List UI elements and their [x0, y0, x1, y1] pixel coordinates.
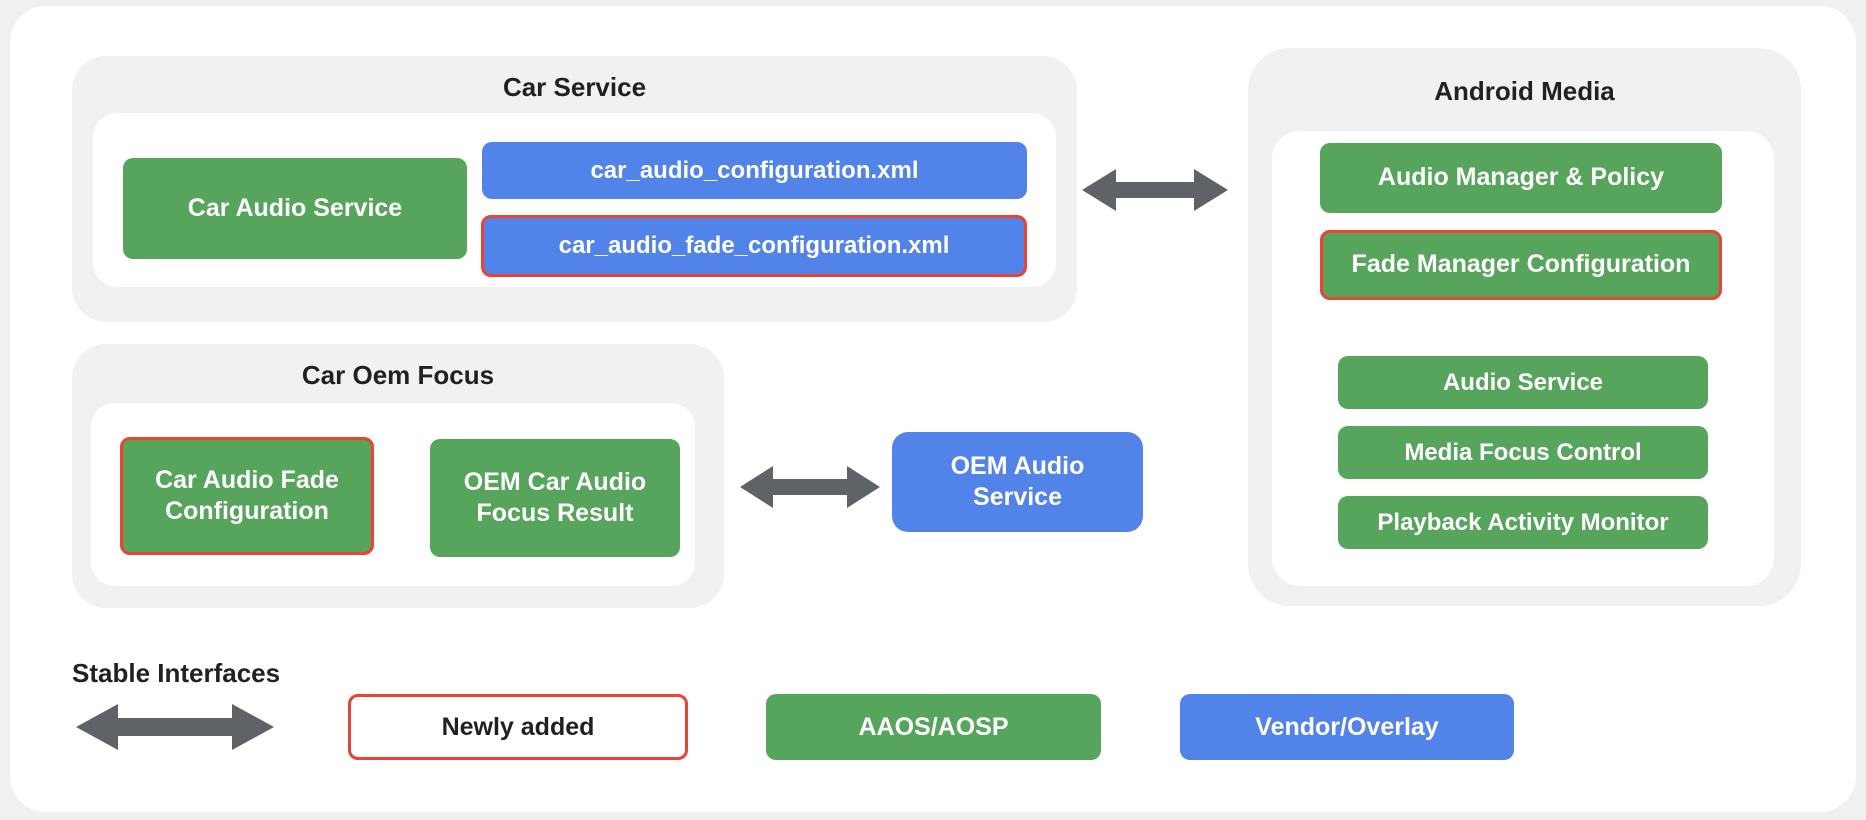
car-audio-fade-configuration-node: Car Audio Fade Configuration [120, 437, 374, 555]
car-service-inner-panel: Car Audio Service car_audio_configuratio… [93, 113, 1056, 287]
car-audio-configuration-xml-node: car_audio_configuration.xml [482, 142, 1027, 199]
double-arrow-icon [740, 466, 880, 508]
double-arrow-icon [1082, 169, 1228, 211]
oem-car-audio-focus-result-node: OEM Car Audio Focus Result [430, 439, 680, 557]
android-media-title: Android Media [1434, 76, 1615, 106]
android-media-section: Android Media Audio Manager & Policy Fad… [1248, 48, 1801, 606]
stable-interfaces-arrow-icon [76, 704, 274, 750]
car-oem-focus-section: Car Oem Focus Car Audio Fade Configurati… [72, 344, 724, 608]
car-oem-focus-title: Car Oem Focus [301, 360, 495, 390]
audio-service-node: Audio Service [1338, 356, 1708, 409]
car-oem-focus-inner-panel: Car Audio Fade Configuration OEM Car Aud… [91, 403, 695, 586]
audio-manager-policy-node: Audio Manager & Policy [1320, 143, 1722, 213]
legend-newly-added: Newly added [348, 694, 688, 760]
car-service-section: Car Service Car Audio Service car_audio_… [72, 56, 1077, 322]
oem-audio-service-node: OEM Audio Service [892, 432, 1143, 532]
legend-vendor-overlay: Vendor/Overlay [1180, 694, 1514, 760]
stable-interfaces-label: Stable Interfaces [72, 658, 281, 688]
playback-activity-monitor-node: Playback Activity Monitor [1338, 496, 1708, 549]
car-audio-fade-configuration-xml-node: car_audio_fade_configuration.xml [481, 215, 1027, 277]
car-service-title: Car Service [502, 72, 647, 102]
car-audio-service-node: Car Audio Service [123, 158, 467, 259]
media-focus-control-node: Media Focus Control [1338, 426, 1708, 479]
legend-aaos-aosp: AAOS/AOSP [766, 694, 1101, 760]
android-media-inner-panel: Audio Manager & Policy Fade Manager Conf… [1272, 131, 1774, 586]
fade-manager-configuration-node: Fade Manager Configuration [1320, 230, 1722, 300]
